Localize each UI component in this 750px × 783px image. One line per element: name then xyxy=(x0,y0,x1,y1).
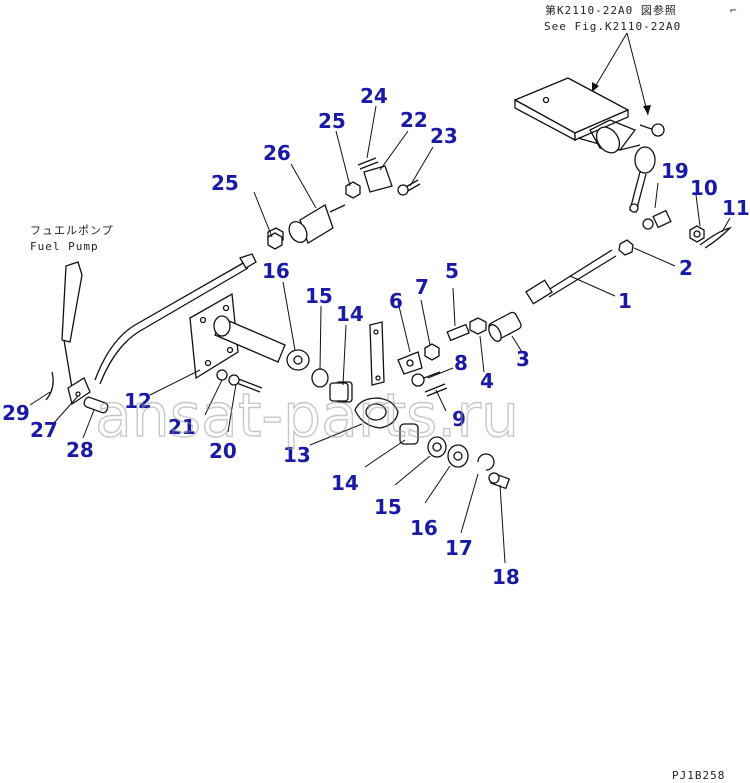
bolt-20 xyxy=(228,374,263,393)
callout-8: 8 xyxy=(454,351,468,375)
callout-22: 22 xyxy=(400,108,428,132)
callout-16a: 16 xyxy=(262,259,290,283)
rod-1 xyxy=(525,239,634,305)
callout-4: 4 xyxy=(480,369,494,393)
callout-11: 11 xyxy=(722,196,750,220)
nut-7 xyxy=(424,343,440,361)
sleeve-26 xyxy=(288,204,346,244)
snap-ring-17 xyxy=(477,453,495,471)
callout-25a: 25 xyxy=(211,171,239,195)
nut-25b xyxy=(345,181,361,199)
pin-28 xyxy=(83,396,109,414)
callout-18: 18 xyxy=(492,565,520,589)
washer-16b xyxy=(447,444,469,468)
corner-mark: ⌐ xyxy=(730,4,738,17)
fuel-pump-en: Fuel Pump xyxy=(30,240,99,253)
callout-6: 6 xyxy=(389,289,403,313)
reference-arrows xyxy=(591,32,651,116)
fuel-pump-arm xyxy=(61,261,91,406)
callout-15b: 15 xyxy=(374,495,402,519)
strap-bracket xyxy=(369,321,385,386)
reference-jp: 第K2110-22A0 図参照 xyxy=(545,3,677,17)
nut-25a xyxy=(267,232,283,250)
callout-23: 23 xyxy=(430,124,458,148)
nut-4 xyxy=(469,317,487,335)
callout-13: 13 xyxy=(283,443,311,467)
callout-14b: 14 xyxy=(331,471,359,495)
callout-27: 27 xyxy=(30,418,58,442)
callout-17: 17 xyxy=(445,536,473,560)
callout-12: 12 xyxy=(124,389,152,413)
callout-14a: 14 xyxy=(336,302,364,326)
reference-en: See Fig.K2110-22A0 xyxy=(544,20,681,33)
clevis-6 xyxy=(397,351,423,375)
leader-lines xyxy=(29,105,731,564)
bushing-14a xyxy=(329,382,349,402)
fuel-pump-jp: フュエルポンプ xyxy=(30,224,114,237)
callout-9: 9 xyxy=(452,407,466,431)
callout-2: 2 xyxy=(679,256,693,280)
callout-15a: 15 xyxy=(305,284,333,308)
callout-29: 29 xyxy=(2,401,30,425)
fuel-rod xyxy=(94,227,284,385)
callout-19: 19 xyxy=(661,159,689,183)
lever-arm xyxy=(629,146,672,230)
callout-16b: 16 xyxy=(410,516,438,540)
washer-16a xyxy=(286,349,310,371)
callout-28: 28 xyxy=(66,438,94,462)
bolt-8 xyxy=(411,371,441,387)
clip-29 xyxy=(45,371,54,401)
callout-20: 20 xyxy=(209,439,237,463)
callout-7: 7 xyxy=(415,275,429,299)
callout-labels: 1 2 3 4 5 6 7 8 9 10 11 12 13 14 14 15 1… xyxy=(2,84,750,589)
block-22 xyxy=(363,165,393,193)
pin-24 xyxy=(357,157,379,170)
adjuster-5 xyxy=(446,323,470,342)
bracket-plate xyxy=(513,77,665,154)
callout-5: 5 xyxy=(445,259,459,283)
callout-26: 26 xyxy=(263,141,291,165)
bolt-23 xyxy=(397,179,421,196)
callout-1: 1 xyxy=(618,289,632,313)
nut-and-clip xyxy=(689,225,732,249)
callout-21: 21 xyxy=(168,415,196,439)
callout-25b: 25 xyxy=(318,109,346,133)
watermark: ansat-parts.ru xyxy=(95,381,519,451)
bolt-18 xyxy=(488,472,511,490)
drawing-code: PJ1B258 xyxy=(672,769,725,782)
callout-3: 3 xyxy=(516,347,530,371)
callout-24: 24 xyxy=(360,84,388,108)
callout-10: 10 xyxy=(690,176,718,200)
washer-15b xyxy=(427,436,447,458)
washer-21 xyxy=(216,369,228,381)
sleeve-3 xyxy=(488,311,522,342)
bushing-14b xyxy=(399,423,419,445)
shaft-bracket-12 xyxy=(189,292,286,380)
